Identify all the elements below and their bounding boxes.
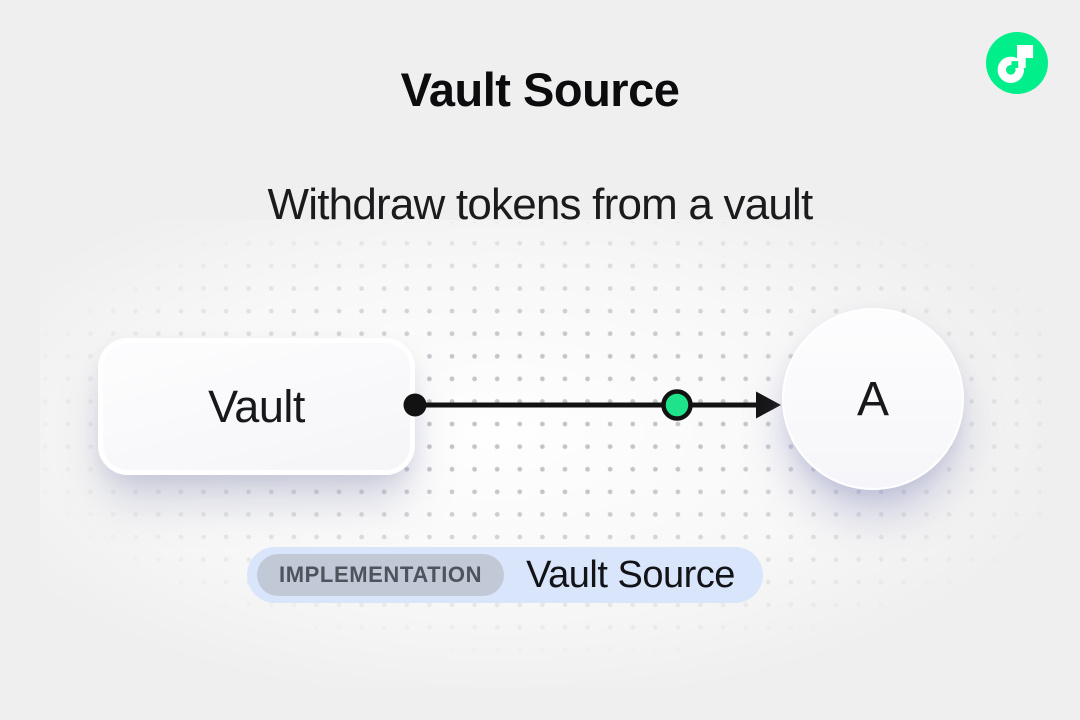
page-subtitle: Withdraw tokens from a vault xyxy=(267,180,814,229)
connector-capability-dot xyxy=(661,389,693,421)
connector-arrowhead xyxy=(756,391,781,419)
vault-node-label: Vault xyxy=(208,380,305,432)
implementation-tag: IMPLEMENTATION xyxy=(257,554,505,596)
flow-logo xyxy=(986,32,1048,94)
implementation-value-label: Vault Source xyxy=(526,553,735,596)
account-node: A xyxy=(782,308,964,490)
vault-node: Vault xyxy=(98,338,415,475)
flow-logo-icon xyxy=(986,32,1048,94)
implementation-badge: IMPLEMENTATION Vault Source xyxy=(247,547,763,603)
page-title: Vault Source xyxy=(400,63,680,116)
connector-arrow xyxy=(403,389,781,421)
account-node-label: A xyxy=(856,372,889,426)
connector-start-dot xyxy=(403,393,427,417)
